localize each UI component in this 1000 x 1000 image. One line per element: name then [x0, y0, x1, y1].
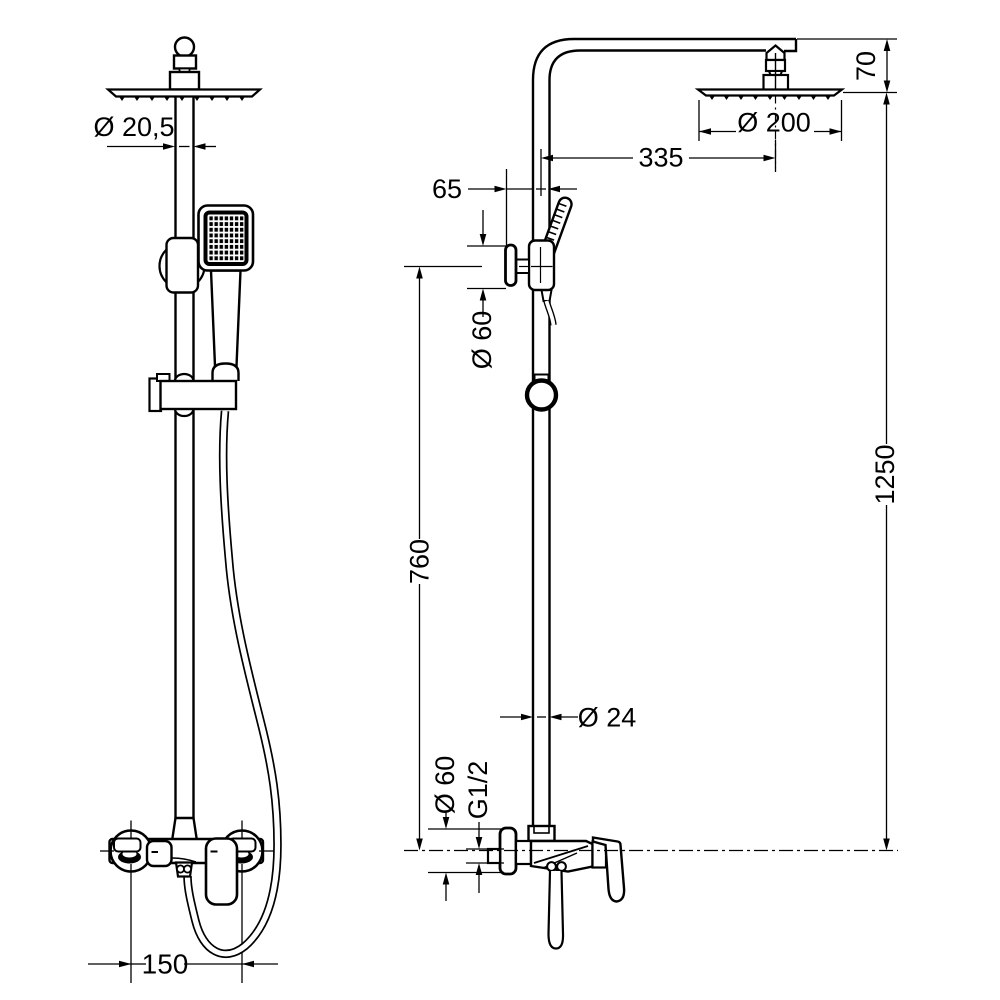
dimension-head-diameter: Ø 200 — [698, 100, 843, 141]
dimension-head-drop: 70 — [797, 38, 897, 94]
dimension-connection-thread: G1/2 — [463, 761, 504, 893]
mixer-side — [486, 824, 626, 950]
hand-shower-front — [197, 204, 255, 381]
side-view: 70 Ø 200 335 65 — [404, 37, 900, 950]
dim-label-total-height: 1250 — [870, 444, 900, 504]
dim-label-wall-offset: 65 — [432, 174, 462, 204]
dimension-riser-diameter: Ø 24 — [500, 703, 636, 733]
dim-label-inlet-spacing: 150 — [142, 949, 189, 980]
bracket-escutcheon-side — [504, 243, 518, 287]
bracket-holder-side — [527, 239, 556, 292]
dim-label-arm-reach: 335 — [638, 143, 683, 173]
front-view: Ø 20,5 — [88, 36, 282, 983]
dimension-slide-height: 760 — [404, 265, 482, 851]
dimension-inlet-spacing: 150 — [88, 864, 278, 983]
dimension-arm-reach: 335 — [540, 140, 777, 196]
dim-label-slide-height: 760 — [405, 539, 435, 584]
dimension-bracket-escutcheon: Ø 60 — [467, 210, 506, 369]
hand-shower-handle — [209, 269, 242, 368]
dim-label-valve-escutcheon: Ø 60 — [430, 756, 460, 815]
dimension-total-height: 1250 — [870, 92, 900, 851]
dimension-valve-escutcheon: Ø 60 — [428, 756, 504, 901]
dimension-riser-top-diameter: Ø 20,5 — [93, 112, 216, 150]
wall-bracket-side — [504, 196, 573, 326]
dim-label-head-diameter: Ø 200 — [737, 108, 811, 138]
hand-shower-cone-nut — [211, 362, 240, 381]
slider-ring-side — [524, 373, 559, 412]
diverter-knob-front — [145, 839, 173, 868]
left-inlet-escutcheon — [100, 820, 153, 873]
dim-label-riser-diameter: Ø 24 — [578, 703, 637, 733]
overhead-shower-side — [694, 44, 846, 168]
slider-holder-front — [148, 372, 238, 418]
mixer-front — [100, 816, 274, 906]
dim-label-bracket-escutcheon: Ø 60 — [467, 311, 497, 370]
hose-outlet-front — [174, 861, 194, 878]
shower-hose-front — [183, 410, 282, 959]
overhead-shower-front — [105, 36, 263, 101]
swivel-ball-icon — [173, 36, 196, 58]
riser-base-connector — [170, 816, 199, 843]
mixer-lever-side — [591, 836, 626, 903]
dim-label-head-drop: 70 — [851, 51, 881, 81]
wall-clamp-holder-front — [165, 236, 200, 294]
mixer-lever-front — [204, 837, 239, 906]
dim-label-connection-thread: G1/2 — [463, 761, 493, 820]
riser-pipe-front — [174, 96, 195, 818]
nozzle-teeth-side — [709, 95, 831, 100]
hand-shower-nozzle-grid — [208, 215, 244, 261]
diverter-knob-side — [546, 861, 557, 872]
hand-shower-nut-side — [540, 289, 553, 302]
nozzle-teeth — [119, 96, 245, 101]
hose-outlet-side — [547, 870, 565, 950]
riser-pipe-side — [531, 37, 798, 826]
dim-label-riser-top-diameter: Ø 20,5 — [93, 112, 174, 142]
